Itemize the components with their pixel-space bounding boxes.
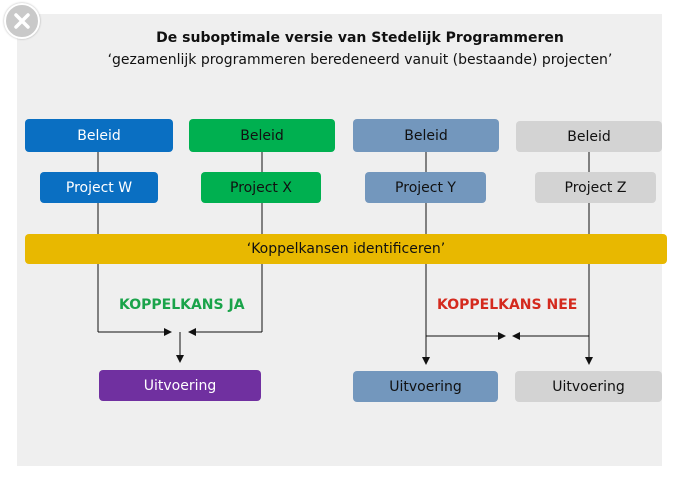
beleid-box-w: Beleid (25, 119, 173, 152)
koppelkans-nee-label: KOPPELKANS NEE (437, 297, 578, 313)
project-box-w: Project W (40, 172, 158, 203)
diagram-subtitle: ‘gezamenlijk programmeren beredeneerd va… (107, 52, 613, 68)
koppelkansen-banner: ‘Koppelkansen identificeren’ (25, 234, 667, 264)
beleid-box-x: Beleid (189, 119, 335, 152)
uitvoering-box-y: Uitvoering (353, 371, 498, 402)
project-box-z: Project Z (535, 172, 656, 203)
project-box-x: Project X (201, 172, 321, 203)
koppelkans-ja-label: KOPPELKANS JA (119, 297, 245, 313)
uitvoering-box-z: Uitvoering (515, 371, 662, 402)
project-box-y: Project Y (365, 172, 486, 203)
diagram-title: De suboptimale versie van Stedelijk Prog… (156, 30, 564, 46)
beleid-box-z: Beleid (516, 121, 662, 152)
beleid-box-y: Beleid (353, 119, 499, 152)
close-icon (14, 13, 30, 29)
close-button[interactable] (4, 3, 40, 39)
uitvoering-box-ja: Uitvoering (99, 370, 261, 401)
